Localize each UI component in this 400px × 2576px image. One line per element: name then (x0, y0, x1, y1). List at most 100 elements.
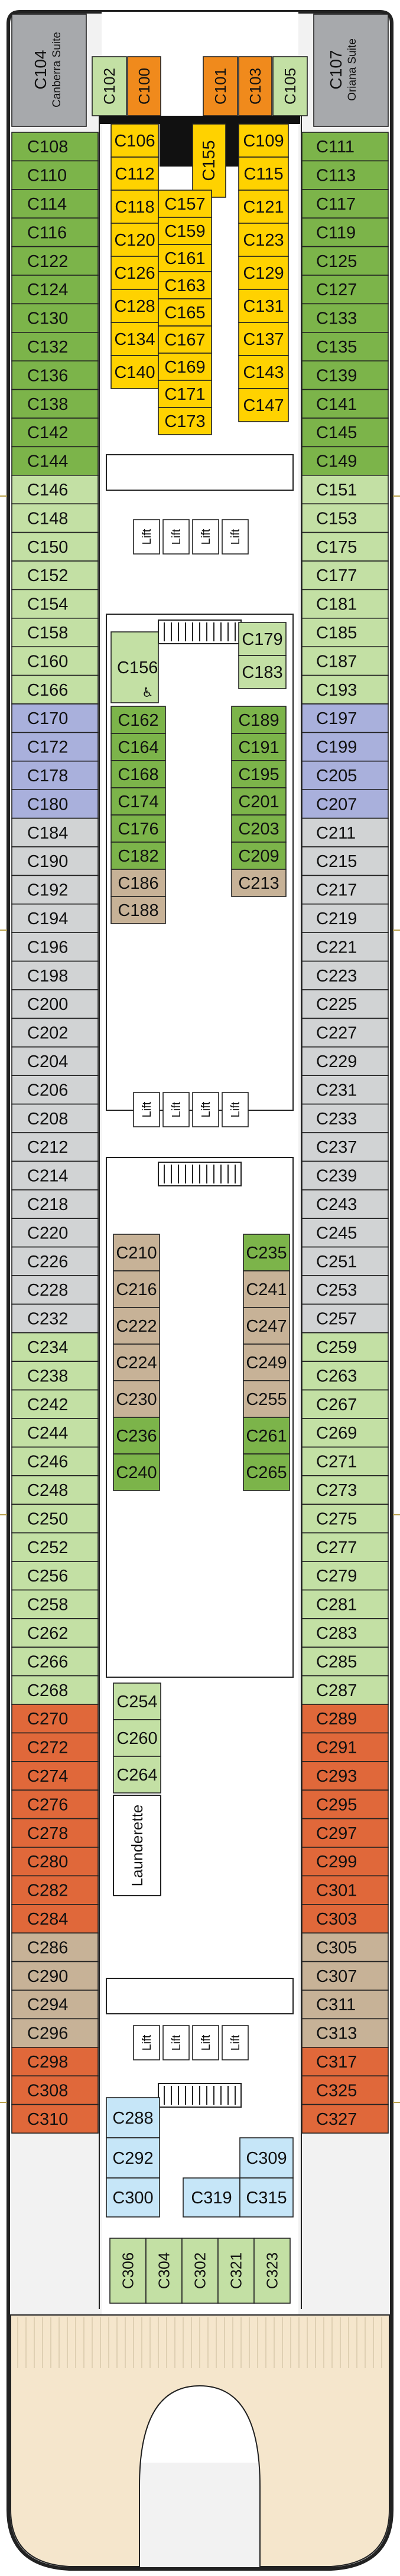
cabin-c207[interactable]: C207 (301, 789, 389, 819)
cabin-c217[interactable]: C217 (301, 875, 389, 905)
cabin-c133[interactable]: C133 (301, 303, 389, 333)
cabin-c276[interactable]: C276 (11, 1789, 99, 1819)
cabin-c111[interactable]: C111 (301, 132, 389, 162)
cabin-c235[interactable]: C235 (243, 1234, 290, 1271)
cabin-c112[interactable]: C112 (110, 156, 159, 191)
cabin-c238[interactable]: C238 (11, 1361, 99, 1391)
cabin-c215[interactable]: C215 (301, 846, 389, 876)
cabin-c162[interactable]: C162 (110, 706, 166, 734)
cabin-c147[interactable]: C147 (238, 388, 289, 422)
cabin-c307[interactable]: C307 (301, 1961, 389, 1991)
cabin-c149[interactable]: C149 (301, 446, 389, 476)
cabin-c161[interactable]: C161 (158, 244, 212, 272)
cabin-c282[interactable]: C282 (11, 1875, 99, 1905)
suite-c107[interactable]: C107 Oriana Suite (313, 14, 389, 127)
cabin-c323[interactable]: C323 (253, 2238, 291, 2304)
cabin-c302[interactable]: C302 (181, 2238, 219, 2304)
cabin-c274[interactable]: C274 (11, 1761, 99, 1791)
cabin-c143[interactable]: C143 (238, 355, 289, 389)
cabin-c223[interactable]: C223 (301, 960, 389, 990)
cabin-c304[interactable]: C304 (145, 2238, 183, 2304)
cabin-c257[interactable]: C257 (301, 1303, 389, 1333)
cabin-c167[interactable]: C167 (158, 325, 212, 354)
cabin-c297[interactable]: C297 (301, 1818, 389, 1848)
cabin-c177[interactable]: C177 (301, 560, 389, 591)
cabin-c189[interactable]: C189 (231, 706, 287, 734)
cabin-c216[interactable]: C216 (113, 1270, 160, 1308)
cabin-c106[interactable]: C106 (110, 123, 159, 158)
cabin-c205[interactable]: C205 (301, 761, 389, 791)
cabin-c225[interactable]: C225 (301, 989, 389, 1019)
cabin-c138[interactable]: C138 (11, 389, 99, 419)
cabin-c130[interactable]: C130 (11, 303, 99, 333)
cabin-c229[interactable]: C229 (301, 1046, 389, 1077)
cabin-c293[interactable]: C293 (301, 1761, 389, 1791)
cabin-c319[interactable]: C319 (183, 2177, 240, 2218)
cabin-c108[interactable]: C108 (11, 132, 99, 162)
cabin-c158[interactable]: C158 (11, 618, 99, 648)
cabin-c219[interactable]: C219 (301, 904, 389, 934)
cabin-c283[interactable]: C283 (301, 1618, 389, 1648)
cabin-c206[interactable]: C206 (11, 1075, 99, 1105)
cabin-c303[interactable]: C303 (301, 1904, 389, 1934)
cabin-c299[interactable]: C299 (301, 1847, 389, 1877)
cabin-c179[interactable]: C179 (238, 622, 287, 656)
cabin-c164[interactable]: C164 (110, 733, 166, 761)
cabin-c198[interactable]: C198 (11, 960, 99, 990)
cabin-c296[interactable]: C296 (11, 2018, 99, 2048)
cabin-c190[interactable]: C190 (11, 846, 99, 876)
cabin-c119[interactable]: C119 (301, 217, 389, 247)
cabin-c288[interactable]: C288 (106, 2097, 160, 2138)
cabin-c208[interactable]: C208 (11, 1103, 99, 1133)
cabin-c153[interactable]: C153 (301, 503, 389, 533)
cabin-c155[interactable]: C155 (192, 123, 226, 198)
cabin-c269[interactable]: C269 (301, 1418, 389, 1448)
cabin-c132[interactable]: C132 (11, 331, 99, 361)
cabin-c278[interactable]: C278 (11, 1818, 99, 1848)
cabin-c273[interactable]: C273 (301, 1475, 389, 1505)
cabin-c256[interactable]: C256 (11, 1561, 99, 1591)
cabin-c245[interactable]: C245 (301, 1218, 389, 1248)
cabin-c214[interactable]: C214 (11, 1160, 99, 1191)
cabin-c218[interactable]: C218 (11, 1189, 99, 1219)
cabin-c311[interactable]: C311 (301, 1990, 389, 2020)
cabin-c134[interactable]: C134 (110, 322, 159, 356)
cabin-c290[interactable]: C290 (11, 1961, 99, 1991)
cabin-c230[interactable]: C230 (113, 1380, 160, 1418)
cabin-c317[interactable]: C317 (301, 2047, 389, 2077)
cabin-c169[interactable]: C169 (158, 353, 212, 381)
cabin-c234[interactable]: C234 (11, 1332, 99, 1362)
cabin-c109[interactable]: C109 (238, 123, 289, 158)
cabin-c201[interactable]: C201 (231, 787, 287, 816)
cabin-c116[interactable]: C116 (11, 217, 99, 247)
cabin-c166[interactable]: C166 (11, 674, 99, 705)
cabin-c173[interactable]: C173 (158, 407, 212, 435)
cabin-c124[interactable]: C124 (11, 275, 99, 305)
cabin-c113[interactable]: C113 (301, 160, 389, 190)
cabin-c171[interactable]: C171 (158, 380, 212, 408)
cabin-c145[interactable]: C145 (301, 418, 389, 448)
cabin-c115[interactable]: C115 (238, 156, 289, 191)
cabin-c156[interactable]: C156 (110, 631, 159, 703)
cabin-c193[interactable]: C193 (301, 674, 389, 705)
cabin-c196[interactable]: C196 (11, 932, 99, 962)
cabin-c220[interactable]: C220 (11, 1218, 99, 1248)
cabin-c260[interactable]: C260 (113, 1719, 161, 1757)
cabin-c131[interactable]: C131 (238, 289, 289, 323)
cabin-c151[interactable]: C151 (301, 474, 389, 504)
cabin-c142[interactable]: C142 (11, 418, 99, 448)
cabin-c233[interactable]: C233 (301, 1103, 389, 1133)
cabin-c325[interactable]: C325 (301, 2075, 389, 2105)
cabin-c123[interactable]: C123 (238, 223, 289, 257)
lift-aft-4[interactable]: Lift (222, 2025, 249, 2060)
cabin-c178[interactable]: C178 (11, 761, 99, 791)
lift-aft-3[interactable]: Lift (192, 2025, 219, 2060)
lift-aft-2[interactable]: Lift (162, 2025, 190, 2060)
cabin-c306[interactable]: C306 (109, 2238, 147, 2304)
cabin-c150[interactable]: C150 (11, 531, 99, 562)
cabin-c270[interactable]: C270 (11, 1704, 99, 1734)
cabin-c202[interactable]: C202 (11, 1018, 99, 1048)
cabin-c310[interactable]: C310 (11, 2104, 99, 2134)
cabin-c244[interactable]: C244 (11, 1418, 99, 1448)
cabin-c239[interactable]: C239 (301, 1160, 389, 1191)
